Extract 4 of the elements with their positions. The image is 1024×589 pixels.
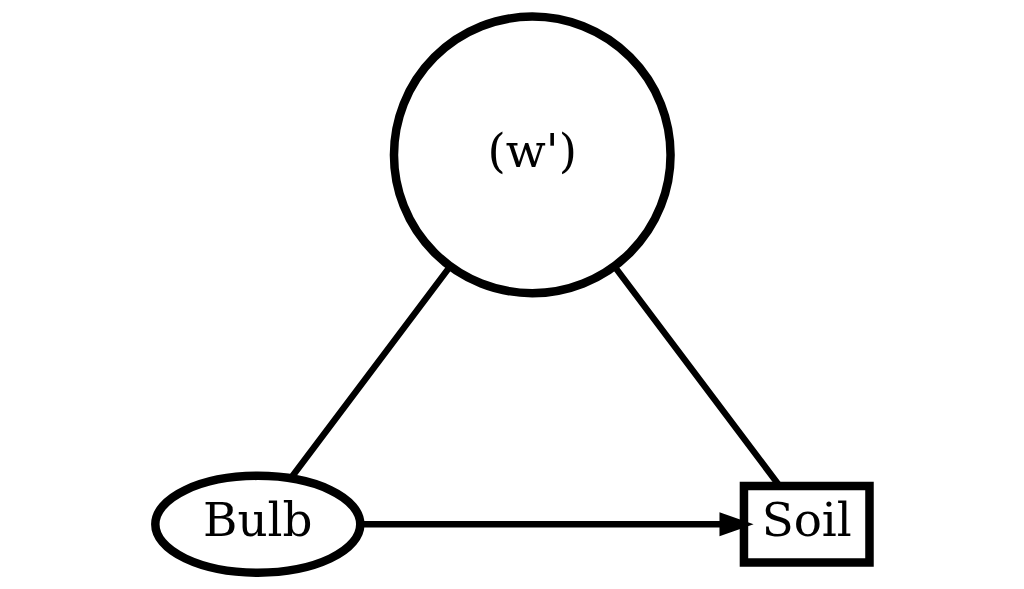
node-ellipse: Bulb [150,471,365,577]
node-circle: (w') [389,12,675,298]
node-box: Soil [739,481,874,567]
arrow [359,512,754,537]
